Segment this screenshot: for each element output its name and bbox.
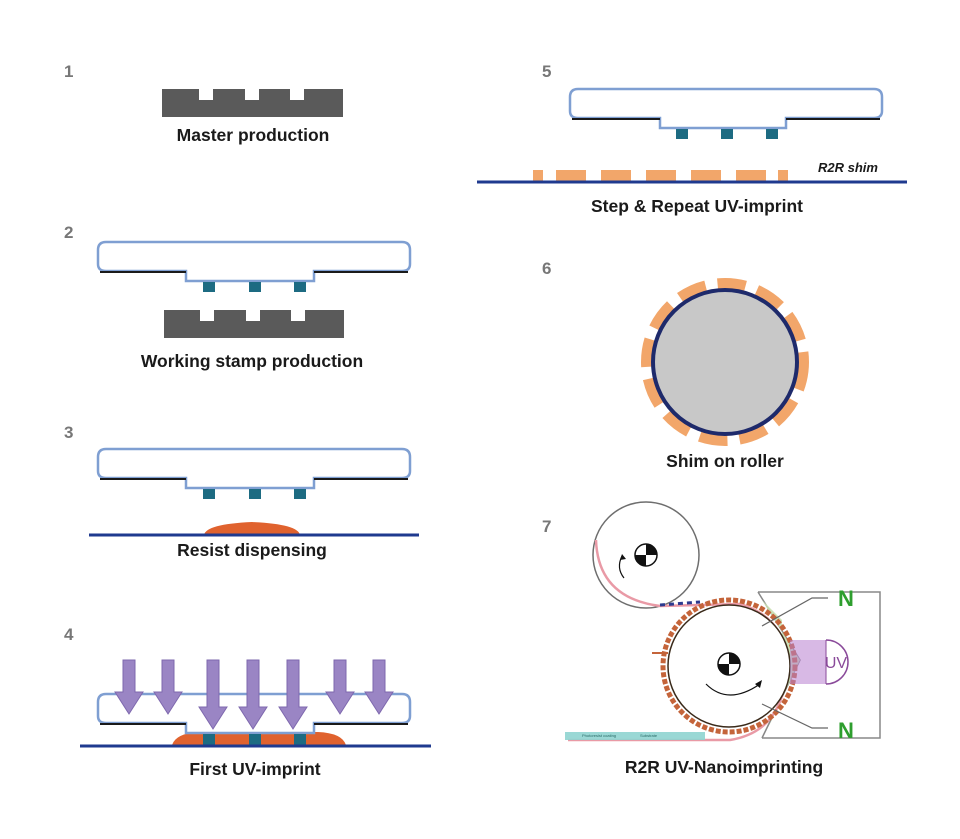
stamp-feature <box>249 489 261 499</box>
down-arrow-icon <box>114 659 144 715</box>
master-mold <box>164 310 344 338</box>
r2r-machine: UV N N Photoresist coating Substrate <box>565 501 881 743</box>
resist-dots <box>659 600 701 607</box>
resist-drop <box>204 522 300 535</box>
film-label-2: Substrate <box>640 733 658 738</box>
rotation-arrow-icon <box>705 683 761 696</box>
roller <box>651 288 799 436</box>
film-label-1: Photoresist coating <box>582 733 616 738</box>
r2r-shim-label: R2R shim <box>818 160 878 175</box>
master-mold <box>162 89 343 117</box>
step-3-caption: Resist dispensing <box>177 540 327 560</box>
down-arrow-icon <box>153 659 183 715</box>
stamp-feature <box>203 734 215 745</box>
step-1-caption: Master production <box>177 125 330 145</box>
down-arrow-icon <box>238 659 268 730</box>
substrate-feed <box>565 732 705 740</box>
down-arrow-icon <box>198 659 228 730</box>
working-stamp <box>96 240 412 283</box>
down-arrow-icon <box>364 659 394 715</box>
shim-segment <box>691 170 721 182</box>
stamp-feature <box>721 129 733 139</box>
uv-arrows <box>114 659 394 730</box>
shim-segment <box>778 170 788 182</box>
step-4-number: 4 <box>64 625 74 644</box>
rotation-arrow-head <box>620 554 626 560</box>
stamp-feature <box>676 129 688 139</box>
shim-segment <box>533 170 543 182</box>
step-1-number: 1 <box>64 62 73 81</box>
shim-segment <box>556 170 586 182</box>
down-arrow-icon <box>325 659 355 715</box>
uv-beam <box>790 640 826 684</box>
working-stamp <box>568 87 884 130</box>
step-2-caption: Working stamp production <box>141 351 363 371</box>
shim-on-roller <box>641 278 809 446</box>
step-6-caption: Shim on roller <box>666 451 784 471</box>
step-5-number: 5 <box>542 62 551 81</box>
shim-ring <box>641 278 809 446</box>
rotation-arrow-head <box>755 680 762 688</box>
shim-segment <box>736 170 766 182</box>
stamp-feature <box>766 129 778 139</box>
shim-segment <box>601 170 631 182</box>
roller-center-mark-icon <box>634 543 658 567</box>
step-2-number: 2 <box>64 223 73 242</box>
stamp-feature <box>294 282 306 292</box>
down-arrow-icon <box>278 659 308 730</box>
uv-lamp <box>825 639 849 685</box>
step-6-number: 6 <box>542 259 551 278</box>
nitrogen-nozzle-top <box>761 597 828 627</box>
step-5-caption: Step & Repeat UV-imprint <box>591 196 803 216</box>
step-3-number: 3 <box>64 423 73 442</box>
uv-label: UV <box>825 655 848 672</box>
nitrogen-label-bottom: N <box>838 718 854 743</box>
stamp-feature <box>203 489 215 499</box>
stamp-feature <box>249 734 261 745</box>
stamp-feature <box>203 282 215 292</box>
roller-center-mark-icon <box>717 652 741 676</box>
step-7-caption: R2R UV-Nanoimprinting <box>625 757 823 777</box>
stamp-feature <box>249 282 261 292</box>
nitrogen-label-top: N <box>838 586 854 611</box>
shim-segments <box>533 170 788 182</box>
shim-segment <box>646 170 676 182</box>
working-stamp <box>96 447 412 490</box>
nitrogen-enclosure <box>758 591 881 739</box>
stamp-feature <box>294 489 306 499</box>
stamp-feature <box>294 734 306 745</box>
step-4-caption: First UV-imprint <box>189 759 320 779</box>
step-7-number: 7 <box>542 517 551 536</box>
nitrogen-nozzle-bottom <box>761 703 828 729</box>
